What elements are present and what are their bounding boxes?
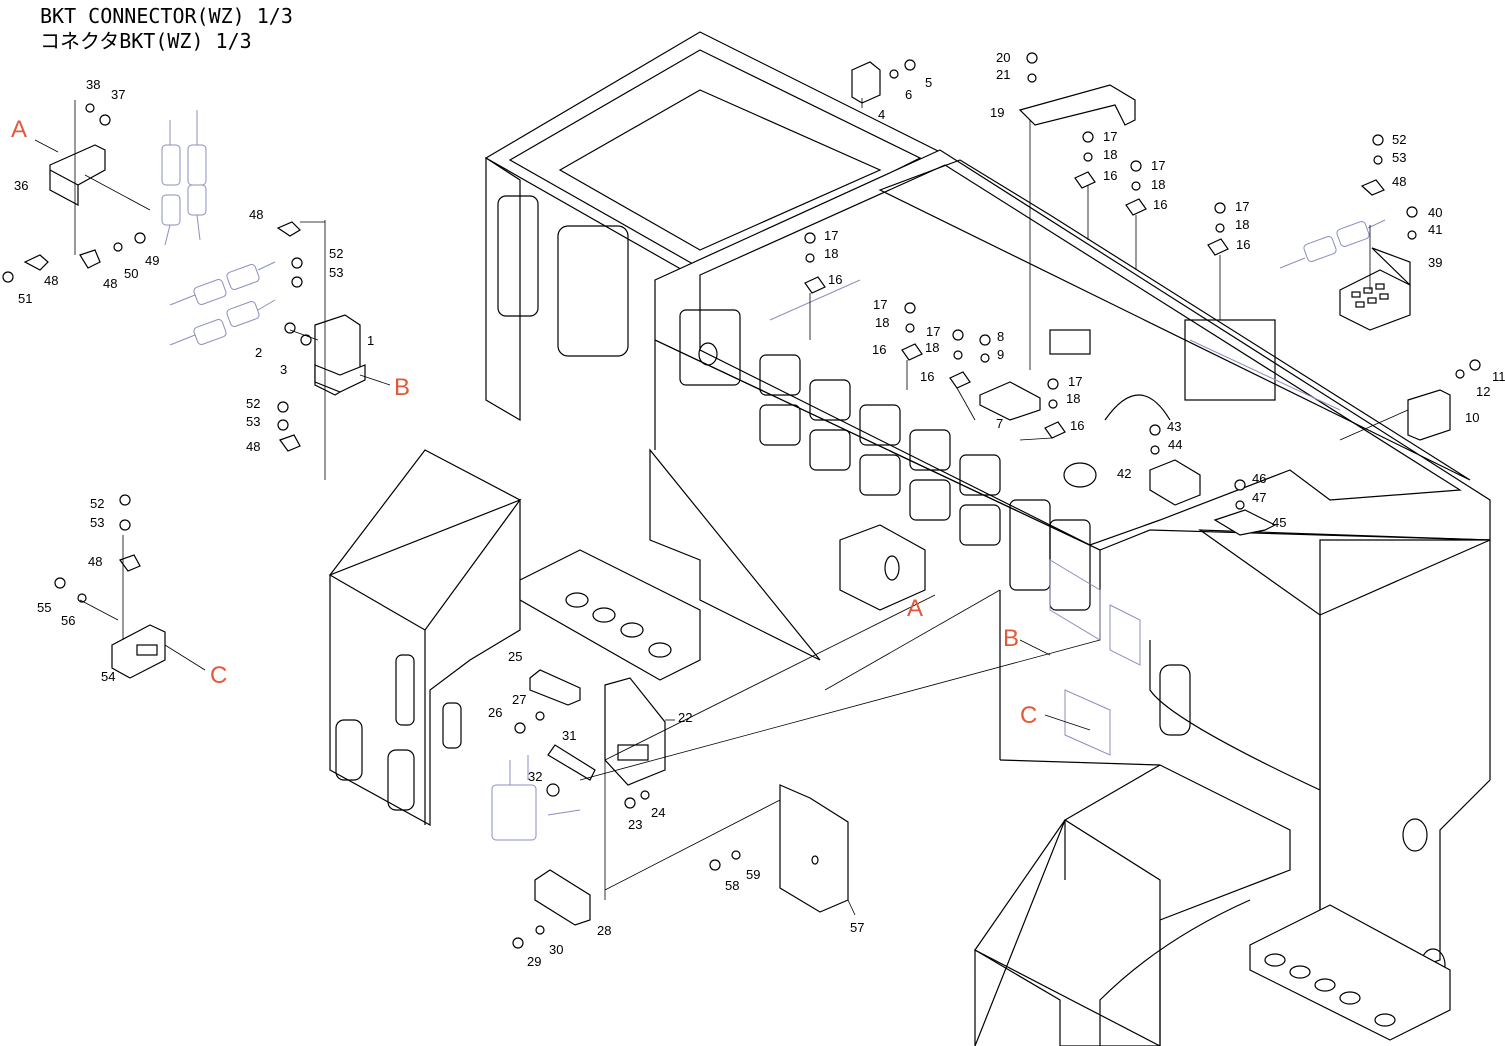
reference-letter-b: B <box>394 374 410 401</box>
part-number: 28 <box>597 923 611 938</box>
part-number: 52 <box>246 396 260 411</box>
part-number: 17 <box>873 297 887 312</box>
part-number: 18 <box>1103 147 1117 162</box>
part-number: 52 <box>1392 132 1406 147</box>
part-number: 46 <box>1252 471 1266 486</box>
part-number: 1 <box>367 333 374 348</box>
part-number: 54 <box>101 669 115 684</box>
part-number: 52 <box>90 496 104 511</box>
part-number: 16 <box>1070 418 1084 433</box>
part-number: 17 <box>926 324 940 339</box>
part-number: 16 <box>1103 168 1117 183</box>
part-number: 37 <box>111 87 125 102</box>
part-number: 5 <box>925 75 932 90</box>
part-number: 6 <box>905 87 912 102</box>
part-number: 36 <box>14 178 28 193</box>
part-number: 53 <box>1392 150 1406 165</box>
part-number: 17 <box>824 228 838 243</box>
part-number: 17 <box>1103 129 1117 144</box>
part-number: 32 <box>528 769 542 784</box>
part-number: 41 <box>1428 222 1442 237</box>
part-number: 53 <box>246 414 260 429</box>
part-number: 48 <box>88 554 102 569</box>
part-number: 55 <box>37 600 51 615</box>
part-number: 12 <box>1476 384 1490 399</box>
reference-letter-b: B <box>1003 625 1019 652</box>
part-number: 16 <box>1236 237 1250 252</box>
reference-letter-a: A <box>11 116 27 143</box>
part-number: 18 <box>824 246 838 261</box>
part-number: 43 <box>1167 419 1181 434</box>
part-number: 39 <box>1428 255 1442 270</box>
part-number: 30 <box>549 942 563 957</box>
part-number: 44 <box>1168 437 1182 452</box>
part-number: 53 <box>90 515 104 530</box>
part-number: 3 <box>280 362 287 377</box>
part-number: 48 <box>249 207 263 222</box>
part-number: 24 <box>651 805 665 820</box>
part-number: 21 <box>996 67 1010 82</box>
part-number: 18 <box>925 340 939 355</box>
part-number: 42 <box>1117 466 1131 481</box>
part-number: 26 <box>488 705 502 720</box>
part-number: 29 <box>527 954 541 969</box>
part-number: 59 <box>746 867 760 882</box>
part-number: 17 <box>1068 374 1082 389</box>
part-number: 9 <box>997 347 1004 362</box>
part-number: 20 <box>996 50 1010 65</box>
part-number: 16 <box>920 369 934 384</box>
part-number: 50 <box>124 266 138 281</box>
part-number: 16 <box>828 272 842 287</box>
machine-frame <box>330 32 1490 1046</box>
part-number: 45 <box>1272 515 1286 530</box>
reference-letter-c: C <box>210 662 227 689</box>
part-number: 11 <box>1492 369 1505 384</box>
part-number: 31 <box>562 728 576 743</box>
part-number: 48 <box>103 276 117 291</box>
part-number: 56 <box>61 613 75 628</box>
part-number: 18 <box>1235 217 1249 232</box>
part-number: 57 <box>850 920 864 935</box>
part-number: 8 <box>997 329 1004 344</box>
part-number: 17 <box>1151 158 1165 173</box>
part-number: 16 <box>872 342 886 357</box>
reference-letter-a: A <box>907 595 923 622</box>
part-number: 48 <box>1392 174 1406 189</box>
part-number: 51 <box>18 291 32 306</box>
part-number: 48 <box>246 439 260 454</box>
part-number: 22 <box>678 710 692 725</box>
part-number: 49 <box>145 253 159 268</box>
part-number: 18 <box>1066 391 1080 406</box>
part-number: 47 <box>1252 490 1266 505</box>
part-number: 2 <box>255 345 262 360</box>
part-number: 52 <box>329 246 343 261</box>
part-number: 23 <box>628 817 642 832</box>
part-number: 53 <box>329 265 343 280</box>
part-number: 48 <box>44 273 58 288</box>
part-number: 4 <box>878 107 885 122</box>
part-number: 40 <box>1428 205 1442 220</box>
part-number: 25 <box>508 649 522 664</box>
part-number: 17 <box>1235 199 1249 214</box>
part-number: 19 <box>990 105 1004 120</box>
part-number: 58 <box>725 878 739 893</box>
reference-letter-c: C <box>1020 702 1037 729</box>
part-number: 27 <box>512 692 526 707</box>
part-number: 16 <box>1153 197 1167 212</box>
part-number: 18 <box>1151 177 1165 192</box>
part-number: 18 <box>875 315 889 330</box>
part-number: 38 <box>86 77 100 92</box>
part-number: 10 <box>1465 410 1479 425</box>
part-number: 7 <box>996 416 1003 431</box>
